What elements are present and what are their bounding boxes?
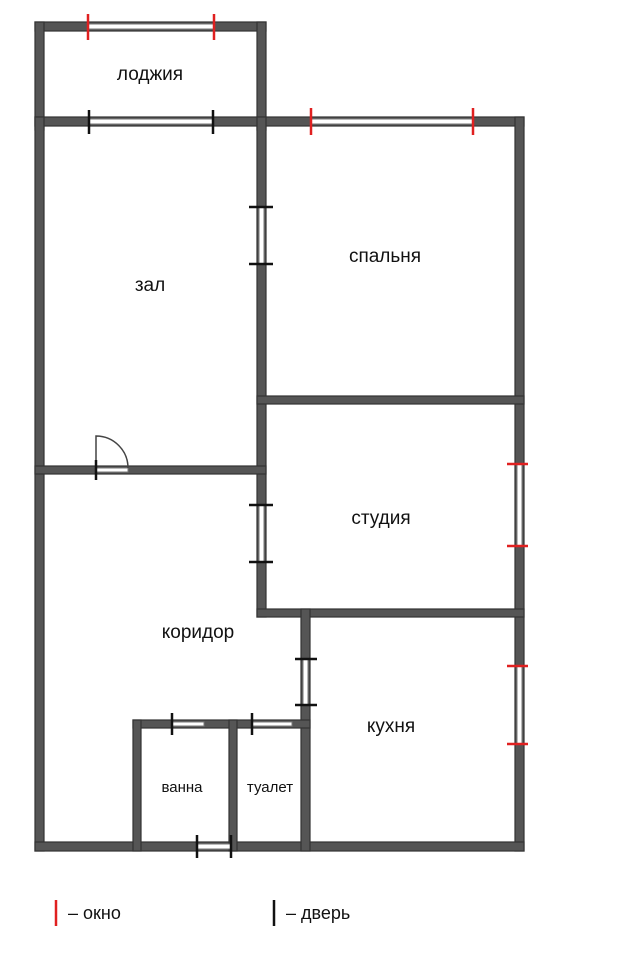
wall-bath-toilet [228, 719, 238, 852]
wall-bath-left [132, 719, 142, 852]
room-label-toilet: туалет [247, 779, 293, 796]
window-loggia [87, 23, 215, 30]
door-hall-corridor [95, 467, 129, 473]
window-bedroom [310, 118, 474, 125]
wall-bottom-outer [34, 841, 525, 852]
room-label-bedroom: спальня [349, 246, 421, 267]
window-studio [516, 463, 523, 547]
door-corridor-studio [258, 504, 265, 563]
door-hall-bedroom [258, 206, 265, 265]
room-label-hall: зал [135, 275, 165, 296]
walls [34, 21, 525, 852]
door-corridor-kitchen [302, 658, 309, 706]
wall-left-outer [34, 116, 45, 852]
wall-loggia-left [34, 21, 45, 131]
door-bottom [196, 843, 232, 850]
wall-corridor-kitchen [300, 608, 311, 852]
room-label-kitchen: кухня [367, 716, 415, 737]
window-kitchen [516, 665, 523, 745]
wall-loggia-right [256, 21, 267, 131]
door-markers [87, 110, 317, 858]
room-label-bathroom: ванна [161, 779, 203, 796]
door-bathroom [171, 721, 205, 727]
wall-hall-corridor [34, 465, 267, 475]
legend: – окно – дверь [54, 900, 350, 926]
room-label-studio: студия [351, 508, 410, 529]
wall-bedroom-studio [256, 395, 525, 405]
door-swing-icon [95, 435, 129, 469]
room-label-corridor: коридор [162, 622, 235, 643]
room-label-loggia: лоджия [117, 64, 183, 85]
door-loggia [88, 118, 214, 125]
legend-door-label: – дверь [286, 903, 350, 923]
wall-studio-kitchen [256, 608, 525, 618]
room-labels: лоджия зал спальня студия коридор кухня … [117, 64, 421, 796]
door-toilet [251, 721, 293, 727]
legend-window-label: – окно [68, 903, 121, 923]
window-markers [86, 14, 528, 746]
